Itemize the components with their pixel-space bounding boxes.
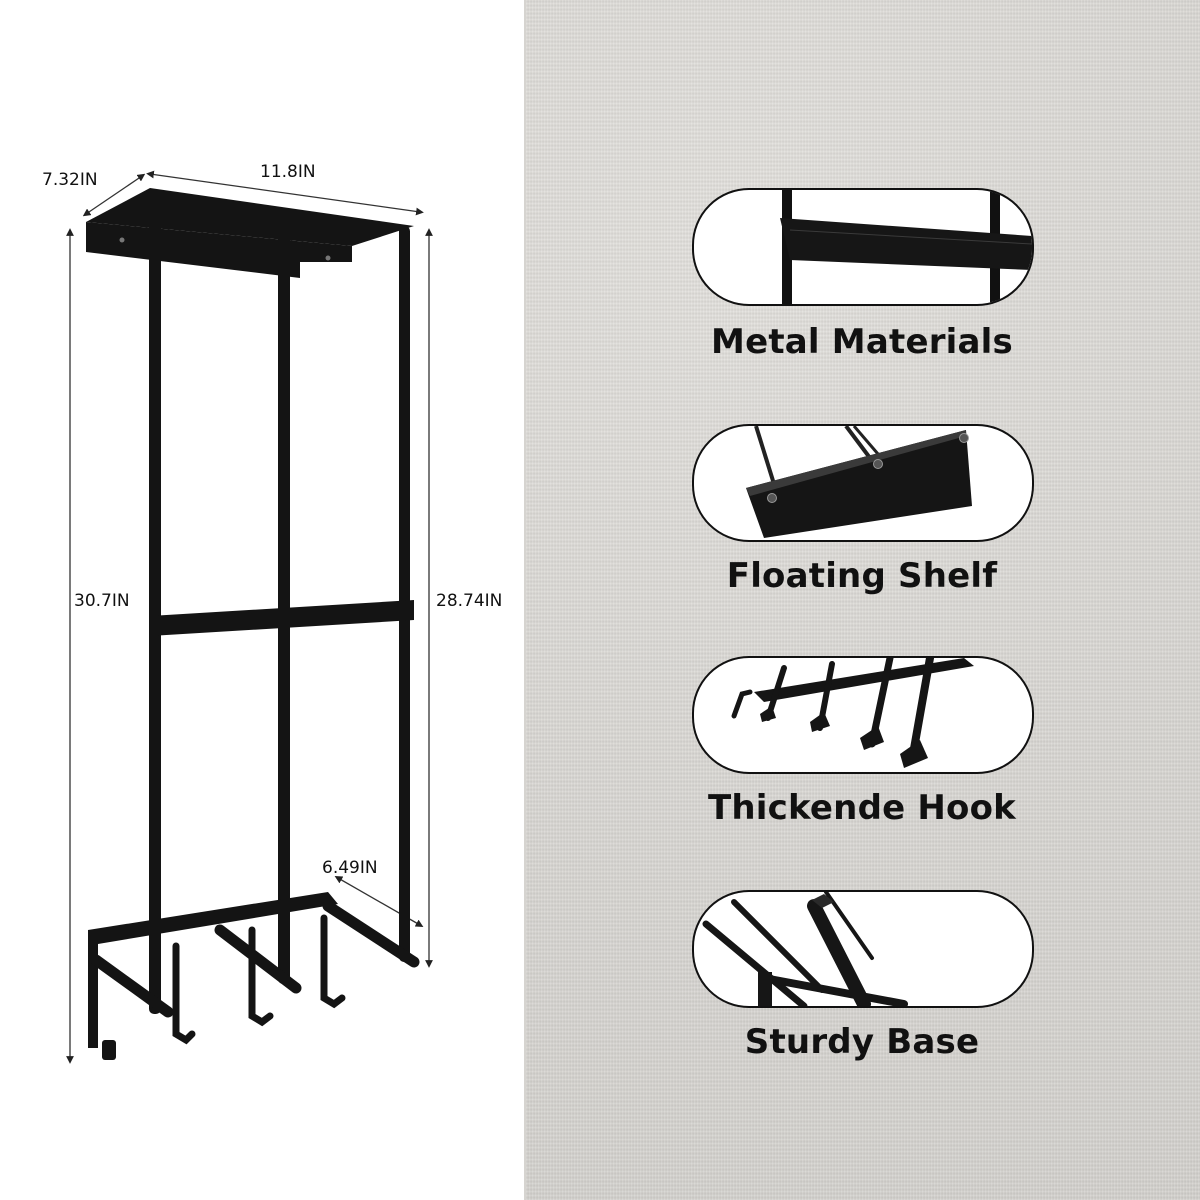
feature-thickende-hook bbox=[692, 656, 1034, 774]
rod-height-dimension-label: 28.74IN bbox=[436, 591, 503, 611]
base-depth-dimension-label: 6.49IN bbox=[322, 858, 378, 878]
features-panel bbox=[526, 0, 1200, 1200]
feature-sturdy-base bbox=[692, 890, 1034, 1008]
feature-metal-materials bbox=[692, 188, 1034, 306]
feature-label-floating-shelf: Floating Shelf bbox=[726, 556, 998, 596]
rack-dimension-diagram bbox=[66, 170, 433, 1064]
sturdy-base-icon bbox=[692, 890, 1034, 1008]
metal-rod-bracket-icon bbox=[692, 188, 1034, 306]
floating-shelf-icon bbox=[692, 424, 1034, 542]
wall-rack-drawing bbox=[86, 188, 420, 1060]
total-height-dimension-label: 30.7IN bbox=[74, 591, 130, 611]
dimension-panel: 7.32IN 11.8IN 30.7IN 28.74IN 6.49IN bbox=[0, 0, 526, 1200]
depth-dimension-label: 7.32IN bbox=[42, 170, 98, 190]
feature-label-metal-materials: Metal Materials bbox=[711, 322, 1013, 362]
dimension-lines bbox=[66, 170, 433, 1064]
feature-label-thickende-hook: Thickende Hook bbox=[708, 788, 1016, 828]
feature-label-sturdy-base: Sturdy Base bbox=[744, 1022, 980, 1062]
width-dimension-label: 11.8IN bbox=[260, 162, 316, 182]
feature-floating-shelf bbox=[692, 424, 1034, 542]
hooks-icon bbox=[692, 656, 1034, 774]
